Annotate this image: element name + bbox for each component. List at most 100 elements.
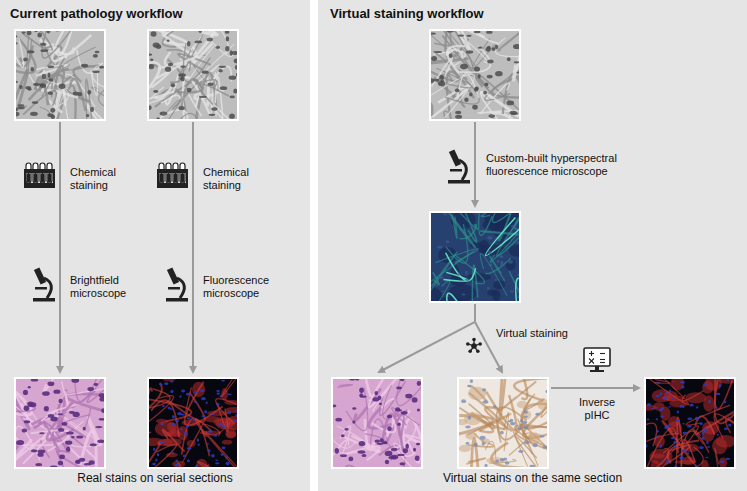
cell-nucleus: [712, 438, 727, 454]
scope-tube: [449, 149, 461, 166]
cell-nucleus: [397, 422, 401, 426]
cell-nucleus: [382, 441, 387, 443]
image-frame: [15, 378, 105, 468]
cell-nucleus: [474, 443, 478, 447]
cell-nucleus: [523, 410, 527, 414]
cell-nucleus: [219, 66, 227, 68]
cell-nucleus: [671, 437, 675, 439]
cell-nucleus: [465, 432, 477, 440]
cell-nucleus: [372, 397, 379, 401]
cell-nucleus: [720, 460, 724, 463]
network-node: [468, 349, 472, 353]
cell-nucleus: [464, 97, 468, 102]
cell-nucleus: [468, 387, 486, 400]
tissue-fiber: [15, 440, 31, 465]
cell-nucleus: [524, 441, 529, 444]
tissue-fiber: [52, 30, 91, 61]
ihc-image: [458, 378, 548, 468]
cell-nucleus: [706, 441, 708, 444]
cell-nucleus: [197, 438, 200, 441]
cell-nucleus: [227, 411, 231, 414]
cell-nucleus: [335, 418, 342, 422]
cell-nucleus: [335, 448, 339, 454]
tissue-fiber: [383, 385, 408, 420]
cell-nucleus: [652, 408, 654, 410]
rack-top: [24, 169, 55, 173]
cell-nucleus: [680, 381, 685, 383]
cell-nucleus: [685, 392, 706, 403]
cell-nucleus: [181, 414, 185, 416]
cell-nucleus: [476, 288, 478, 292]
cell-nucleus: [178, 73, 186, 77]
cell-nucleus: [415, 455, 420, 460]
cell-nucleus: [226, 462, 230, 465]
cell-nucleus: [90, 107, 94, 112]
image-frame: [332, 378, 422, 468]
tissue-fiber: [454, 254, 484, 283]
cell-nucleus: [208, 449, 211, 452]
cell-nucleus: [24, 420, 30, 423]
tissue-fiber: [468, 443, 493, 447]
cell-nucleus: [661, 415, 664, 417]
tissue-fiber: [397, 378, 422, 406]
tissue-fiber: [15, 30, 24, 67]
cell-nucleus: [500, 431, 504, 435]
cell-nucleus: [714, 407, 718, 409]
cell-nucleus: [679, 456, 683, 459]
cell-nucleus: [233, 88, 237, 93]
cell-nucleus: [705, 457, 708, 458]
tissue-fiber: [681, 440, 695, 468]
cell-nucleus: [474, 87, 478, 91]
cell-nucleus: [507, 57, 511, 61]
cell-nucleus: [682, 405, 684, 408]
image-frame: [430, 212, 520, 302]
cell-nucleus: [211, 107, 217, 111]
tissue-fiber: [662, 421, 676, 440]
cell-nucleus: [671, 378, 684, 391]
cell-nucleus: [671, 397, 673, 400]
cell-nucleus: [30, 67, 34, 72]
cell-nucleus: [92, 70, 100, 73]
cell-nucleus: [153, 42, 160, 47]
fluo-image: [148, 378, 238, 468]
image-ground: [148, 30, 238, 120]
cell-nucleus: [717, 434, 719, 436]
rack-base: [24, 183, 55, 188]
tissue-fiber: [440, 212, 475, 248]
tissue-fiber: [44, 421, 60, 452]
cell-nucleus: [186, 88, 191, 93]
cell-nucleus: [170, 390, 173, 393]
cell-nucleus: [30, 402, 37, 407]
cell-nucleus: [703, 384, 707, 386]
cell-nucleus: [391, 448, 398, 451]
cell-nucleus: [195, 40, 203, 43]
cell-nucleus: [201, 415, 206, 417]
tissue-fiber: [15, 70, 28, 108]
cell-nucleus: [488, 114, 495, 118]
tissue-fiber: [163, 35, 195, 55]
cell-nucleus: [58, 461, 63, 466]
cell-nucleus: [186, 425, 189, 428]
cell-nucleus: [664, 391, 678, 401]
cell-nucleus: [521, 410, 531, 419]
cell-nucleus: [657, 382, 661, 384]
cell-nucleus: [81, 64, 88, 68]
cell-nucleus: [699, 446, 704, 449]
tissue-fiber: [217, 403, 228, 432]
cell-nucleus: [200, 390, 205, 392]
math-sign: [600, 353, 605, 354]
cell-nucleus: [475, 213, 477, 214]
cell-nucleus: [218, 69, 222, 72]
cell-nucleus: [674, 465, 677, 467]
cell-nucleus: [207, 37, 213, 41]
tissue-fiber: [152, 444, 177, 468]
tissue-fiber: [221, 378, 238, 397]
cell-nucleus: [673, 445, 676, 447]
tube-liquid: [160, 173, 164, 182]
tissue-fiber: [504, 413, 509, 452]
cell-nucleus: [467, 385, 471, 387]
microscope-icon: [166, 267, 188, 301]
panel-title: Current pathology workflow: [10, 6, 183, 21]
cell-nucleus: [458, 34, 465, 36]
cell-nucleus: [160, 111, 168, 115]
